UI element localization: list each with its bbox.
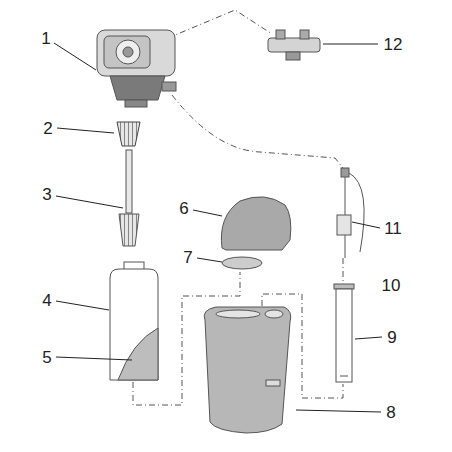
callout-number: 5	[42, 349, 51, 366]
resin-tank	[110, 262, 158, 380]
brine-valve	[337, 168, 364, 258]
bypass-valve	[268, 30, 320, 60]
callout-number: 12	[384, 36, 403, 53]
leader-lines	[54, 43, 382, 412]
top-distributor	[117, 122, 140, 146]
callout-number: 9	[387, 329, 396, 346]
callout-number: 7	[183, 249, 192, 266]
inner-lid	[222, 257, 262, 269]
callout-number: 6	[179, 200, 188, 217]
control-valve	[97, 30, 176, 107]
brine-well	[334, 284, 354, 382]
callout-number: 4	[42, 292, 51, 309]
salt-lid	[221, 197, 290, 250]
callout-number: 11	[384, 220, 402, 237]
callout-number: 10	[382, 277, 401, 294]
riser-tube	[119, 150, 139, 246]
callout-number: 1	[41, 30, 50, 47]
callout-number: 8	[386, 404, 395, 421]
brine-cabinet	[204, 307, 291, 433]
callout-number: 3	[42, 186, 51, 203]
callout-number: 2	[43, 120, 52, 137]
